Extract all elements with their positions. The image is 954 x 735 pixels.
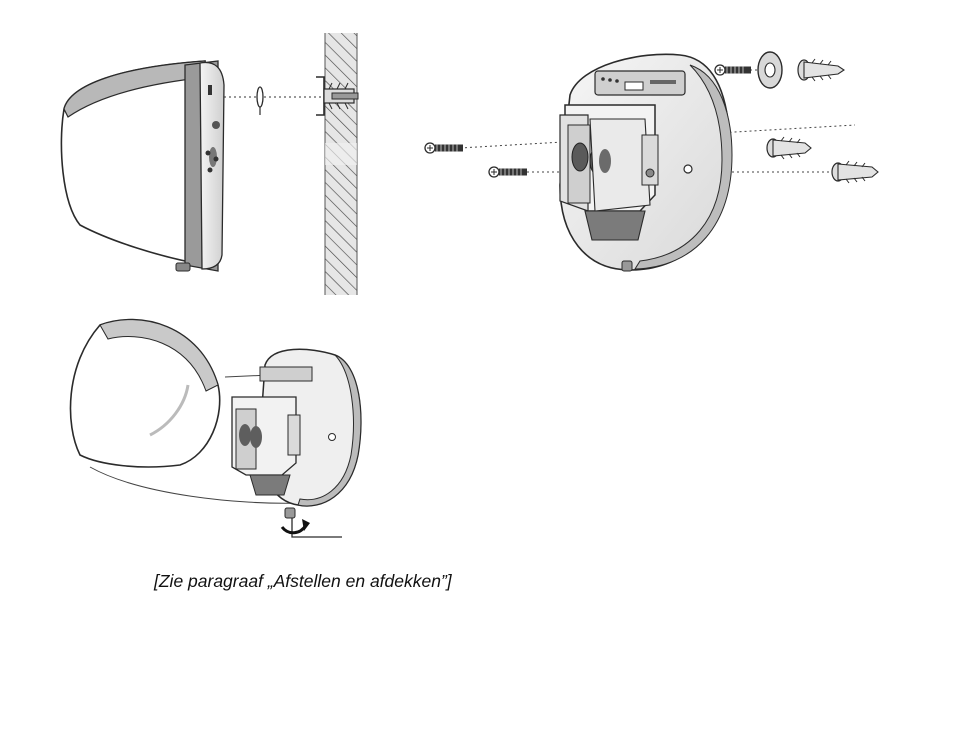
detector-base-icon: [232, 349, 361, 506]
detector-side-icon: [61, 61, 224, 271]
wall-icon: [325, 33, 357, 295]
wall-plug-icon: [798, 59, 844, 81]
exploded-mounting-figure: [410, 35, 910, 285]
washer-icon: [257, 87, 263, 115]
wall-plug-icon: [767, 137, 811, 159]
rotate-arrow-icon: [282, 525, 306, 533]
cover-attach-figure: [60, 305, 380, 545]
side-mount-figure: [40, 25, 380, 305]
detector-cover-icon: [70, 320, 219, 467]
caption-reference: [Zie paragraaf „Afstellen en afdekken”]: [154, 571, 452, 592]
mounting-screw-icon: [489, 167, 527, 177]
mounting-screw-icon: [715, 65, 751, 75]
wall-plug-icon: [832, 161, 878, 183]
seal-ring-icon: [758, 52, 782, 88]
detector-base-icon: [560, 54, 732, 271]
mounting-screw-icon: [425, 143, 463, 153]
